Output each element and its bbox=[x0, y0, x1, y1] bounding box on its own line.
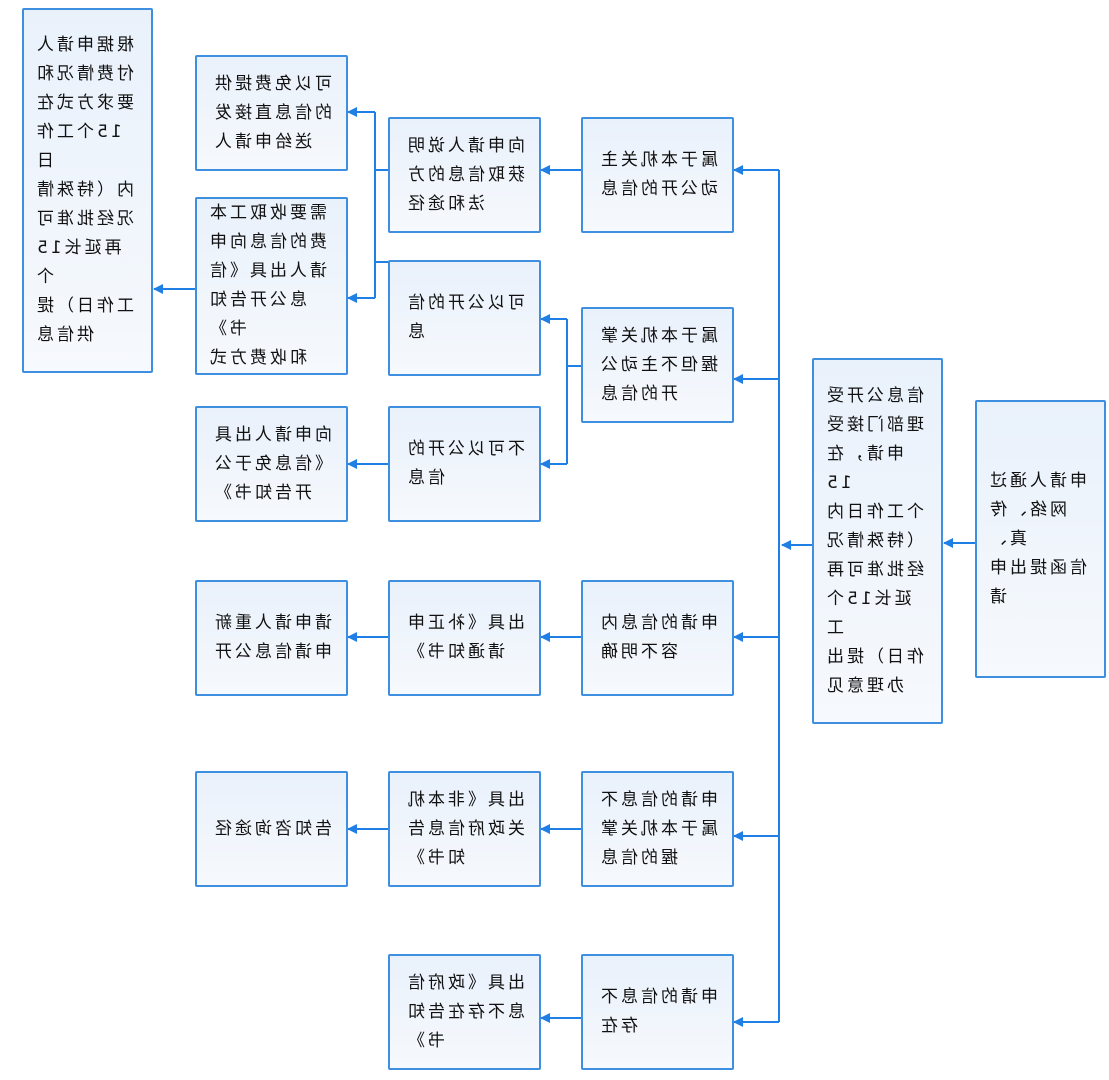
node-nonexist-notice: 出具《政府信 息不存在告知 书》 bbox=[388, 954, 541, 1070]
node-free: 可以免费提供 的信息直接发 送给申请人 bbox=[195, 55, 348, 171]
node-nonexist-notice-text: 出具《政府信 息不存在告知 书》 bbox=[404, 972, 525, 1051]
node-cannot-open-text: 不可以公开的 信息 bbox=[404, 439, 525, 488]
node-provide-text: 根据申请人 付费情况和 要求方式在 15个工作日 内（特殊情 况经批准可 再延长… bbox=[34, 35, 134, 345]
node-not-this-text: 出具《非本机 关政府信息告 知书》 bbox=[404, 789, 525, 868]
node-held-text: 属于本机关掌 握但不主动公 开的信息 bbox=[597, 325, 718, 404]
node-explain: 向申请人说明 获取信息的方 法和途径 bbox=[388, 117, 541, 233]
node-free-text: 可以免费提供 的信息直接发 送给申请人 bbox=[211, 73, 332, 152]
node-active-text: 属于本机关主 动公开的信息 bbox=[597, 150, 718, 199]
node-reapply: 请申请人重新 申请信息公开 bbox=[195, 580, 348, 696]
node-fee-text: 需要收取工本 费的信息向申 请人出具《信 息公开告知书》 和收费方式 bbox=[207, 203, 327, 368]
node-inform: 告知咨询途径 bbox=[195, 771, 348, 887]
node-exempt-text: 向申请人出具 《信息免于公 开告知书》 bbox=[211, 424, 332, 503]
node-dept-text: 信息公开受 理部门接受 申请，在15 个工作日内 （特殊情况 经批准可再 延长1… bbox=[824, 385, 924, 696]
node-can-open-text: 可以公开的信 息 bbox=[404, 293, 525, 342]
node-cannot-open: 不可以公开的 信息 bbox=[388, 406, 541, 522]
node-fee: 需要收取工本 费的信息向申 请人出具《信 息公开告知书》 和收费方式 bbox=[195, 197, 348, 375]
node-unclear-text: 申请的信息内 容不明确 bbox=[597, 613, 718, 662]
node-correct: 出具《补正申 请通知书》 bbox=[388, 580, 541, 696]
node-not-this: 出具《非本机 关政府信息告 知书》 bbox=[388, 771, 541, 887]
node-can-open: 可以公开的信 息 bbox=[388, 260, 541, 376]
node-not-exist: 申请的信息不 存在 bbox=[581, 954, 734, 1070]
node-explain-text: 向申请人说明 获取信息的方 法和途径 bbox=[404, 135, 525, 214]
node-not-exist-text: 申请的信息不 存在 bbox=[597, 987, 718, 1036]
node-correct-text: 出具《补正申 请通知书》 bbox=[404, 613, 525, 662]
node-held: 属于本机关掌 握但不主动公 开的信息 bbox=[581, 307, 734, 423]
node-active: 属于本机关主 动公开的信息 bbox=[581, 117, 734, 233]
node-exempt: 向申请人出具 《信息免于公 开告知书》 bbox=[195, 406, 348, 522]
node-not-held: 申请的信息不 属于本机关掌 握的信息 bbox=[581, 771, 734, 887]
node-not-held-text: 申请的信息不 属于本机关掌 握的信息 bbox=[597, 789, 718, 868]
node-reapply-text: 请申请人重新 申请信息公开 bbox=[211, 613, 332, 662]
node-start: 申请人通过 网络、传真、 信函提出申 请 bbox=[975, 400, 1106, 678]
node-provide: 根据申请人 付费情况和 要求方式在 15个工作日 内（特殊情 况经批准可 再延长… bbox=[22, 8, 153, 373]
node-start-text: 申请人通过 网络、传真、 信函提出申 请 bbox=[987, 470, 1087, 607]
node-inform-text: 告知咨询途径 bbox=[211, 818, 332, 839]
node-dept: 信息公开受 理部门接受 申请，在15 个工作日内 （特殊情况 经批准可再 延长1… bbox=[812, 358, 943, 724]
node-unclear: 申请的信息内 容不明确 bbox=[581, 580, 734, 696]
